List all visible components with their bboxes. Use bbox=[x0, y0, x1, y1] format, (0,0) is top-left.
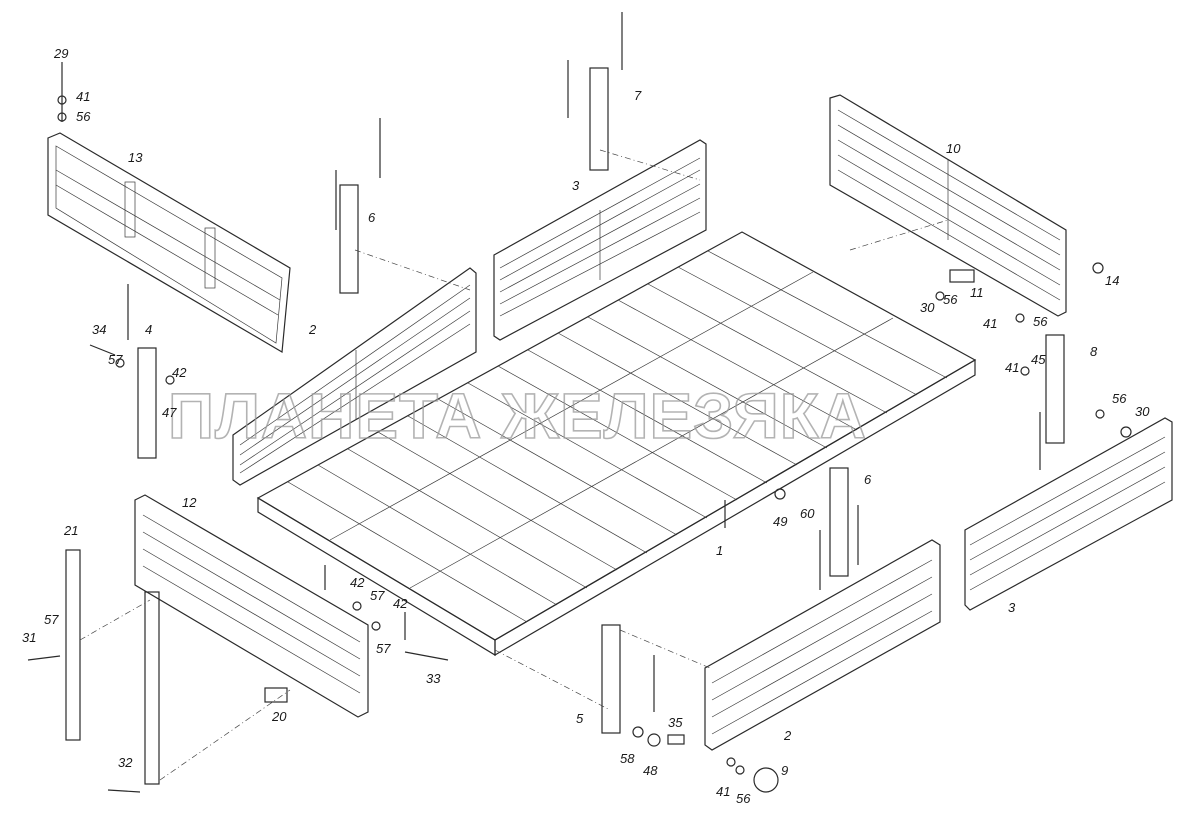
part-label: 56 bbox=[736, 791, 751, 806]
part-label: 4 bbox=[145, 322, 152, 337]
part-label: 57 bbox=[376, 641, 391, 656]
fasteners bbox=[27, 95, 1132, 793]
part-label: 49 bbox=[773, 514, 787, 529]
part-label: 56 bbox=[1033, 314, 1048, 329]
posts-and-hinges bbox=[61, 12, 1065, 785]
part-label: 31 bbox=[22, 630, 36, 645]
side-board-3-lower bbox=[964, 417, 1173, 611]
side-board-3-upper bbox=[493, 139, 707, 341]
part-label: 42 bbox=[393, 596, 408, 611]
part-label: 45 bbox=[1031, 352, 1046, 367]
part-label: 11 bbox=[970, 285, 984, 300]
part-label: 57 bbox=[370, 588, 385, 603]
part-label: 34 bbox=[92, 322, 106, 337]
part-label: 41 bbox=[1005, 360, 1019, 375]
part-label: 33 bbox=[426, 671, 441, 686]
part-label: 56 bbox=[76, 109, 91, 124]
part-label: 12 bbox=[182, 495, 197, 510]
part-label: 42 bbox=[172, 365, 187, 380]
part-label: 6 bbox=[864, 472, 872, 487]
part-label: 14 bbox=[1105, 273, 1119, 288]
part-label: 5 bbox=[576, 711, 584, 726]
part-label: 9 bbox=[781, 763, 788, 778]
part-label: 8 bbox=[1090, 344, 1098, 359]
part-label: 56 bbox=[943, 292, 958, 307]
part-label: 3 bbox=[572, 178, 580, 193]
part-label: 6 bbox=[368, 210, 376, 225]
part-label: 29 bbox=[53, 46, 68, 61]
part-label: 57 bbox=[108, 352, 123, 367]
part-label: 41 bbox=[76, 89, 90, 104]
part-label: 30 bbox=[920, 300, 935, 315]
part-label: 21 bbox=[63, 523, 78, 538]
part-label: 41 bbox=[716, 784, 730, 799]
part-label: 7 bbox=[634, 88, 642, 103]
part-label: 13 bbox=[128, 150, 143, 165]
part-label: 48 bbox=[643, 763, 658, 778]
part-label: 42 bbox=[350, 575, 365, 590]
part-label: 20 bbox=[271, 709, 287, 724]
part-label: 56 bbox=[1112, 391, 1127, 406]
part-label: 32 bbox=[118, 755, 133, 770]
watermark-text: ПЛАНЕТА ЖЕЛЕЗЯКА bbox=[168, 380, 867, 452]
side-board-2-upper bbox=[232, 267, 477, 486]
side-board-2-lower bbox=[704, 539, 941, 751]
leader-lines bbox=[79, 149, 949, 781]
part-label: 47 bbox=[162, 405, 177, 420]
part-label: 57 bbox=[44, 612, 59, 627]
front-board-10 bbox=[829, 94, 1067, 317]
part-label: 41 bbox=[983, 316, 997, 331]
rear-frame-13 bbox=[47, 132, 291, 353]
part-labels: 29 41 56 13 6 7 3 10 14 30 56 11 41 56 8… bbox=[22, 46, 1150, 806]
part-label: 58 bbox=[620, 751, 635, 766]
rear-board-12 bbox=[134, 494, 369, 718]
part-label: 2 bbox=[783, 728, 792, 743]
part-label: 30 bbox=[1135, 404, 1150, 419]
part-label: 2 bbox=[308, 322, 317, 337]
part-label: 10 bbox=[946, 141, 961, 156]
part-label: 1 bbox=[716, 543, 723, 558]
part-label: 60 bbox=[800, 506, 815, 521]
part-label: 3 bbox=[1008, 600, 1016, 615]
part-label: 35 bbox=[668, 715, 683, 730]
